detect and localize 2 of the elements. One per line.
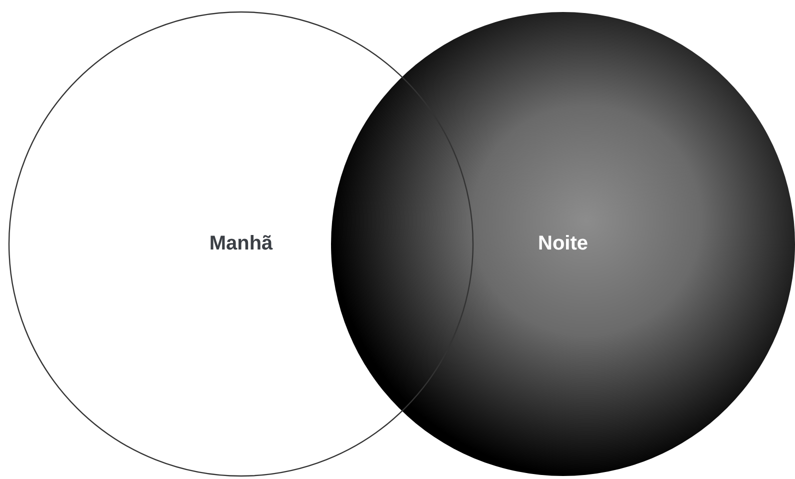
circle-label: Manhã (209, 232, 273, 256)
circle-label: Noite (538, 232, 588, 256)
